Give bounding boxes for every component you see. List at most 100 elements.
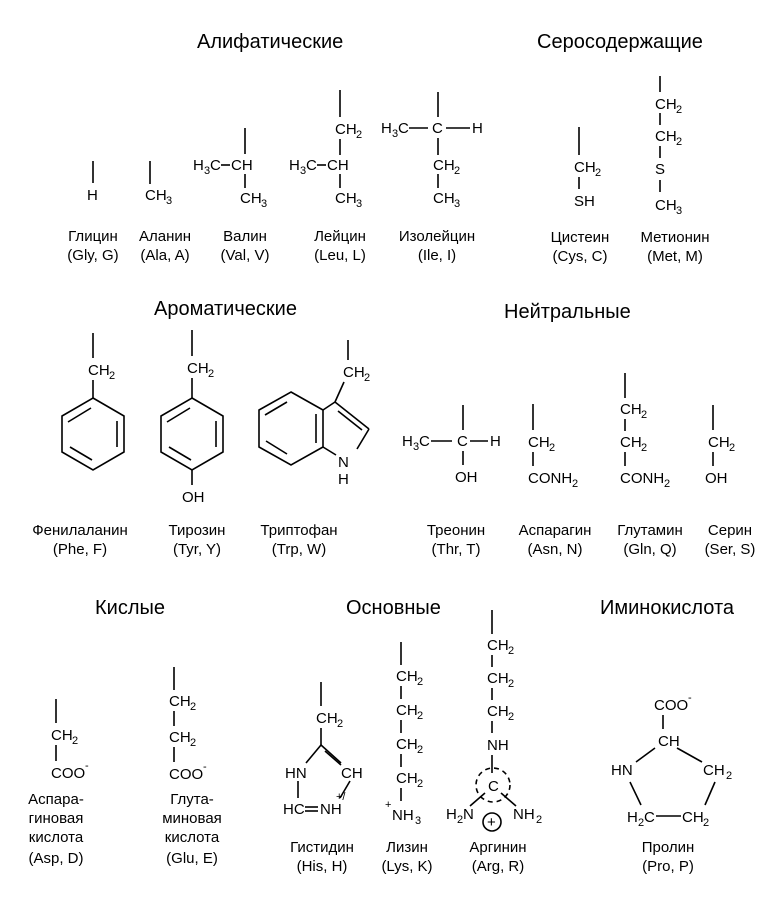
svg-text:CH: CH — [574, 159, 596, 176]
label-asparagine: Аспарагин(Asn, N) — [518, 522, 592, 558]
svg-text:CH: CH — [187, 360, 209, 377]
svg-text:CH: CH — [240, 190, 262, 207]
svg-text:2: 2 — [109, 370, 115, 382]
svg-text:N: N — [463, 806, 474, 823]
svg-text:C: C — [210, 157, 221, 174]
label-lysine: Лизин(Lys, K) — [381, 839, 433, 875]
svg-text:3: 3 — [300, 165, 306, 177]
svg-text:CH: CH — [708, 434, 730, 451]
svg-text:2: 2 — [549, 442, 555, 454]
heading-acidic: Кислые — [95, 597, 165, 619]
heading-sulfur-containing: Серосодержащие — [537, 31, 703, 53]
svg-text:NH: NH — [320, 801, 342, 818]
svg-text:CH: CH — [658, 733, 680, 750]
svg-text:CH: CH — [433, 190, 455, 207]
svg-text:2: 2 — [508, 678, 514, 690]
svg-text:COO: COO — [654, 697, 688, 714]
svg-text:C: C — [432, 120, 443, 137]
svg-text:+: + — [385, 799, 391, 811]
svg-text:CH: CH — [396, 736, 418, 753]
svg-text:HC: HC — [283, 801, 305, 818]
svg-text:CH: CH — [528, 434, 550, 451]
svg-text:COO: COO — [169, 766, 203, 783]
label-valine: Валин(Val, V) — [220, 228, 270, 264]
svg-text:OH: OH — [182, 489, 205, 506]
svg-text:N: N — [338, 454, 349, 471]
svg-text:-: - — [688, 692, 692, 704]
svg-text:3: 3 — [356, 198, 362, 210]
svg-text:CH: CH — [396, 702, 418, 719]
label-glycine: Глицин(Gly, G) — [67, 228, 119, 264]
svg-text:H: H — [490, 433, 501, 450]
label-alanine: Аланин(Ala, A) — [138, 228, 192, 264]
svg-text:3: 3 — [676, 205, 682, 217]
svg-text:2: 2 — [364, 372, 370, 384]
svg-text:H: H — [446, 806, 457, 823]
label-leucine: Лейцин(Leu, L) — [314, 228, 366, 264]
svg-text:-: - — [85, 760, 89, 772]
svg-text:H: H — [472, 120, 483, 137]
svg-text:CH: CH — [487, 703, 509, 720]
svg-text:2: 2 — [508, 711, 514, 723]
label-threonine: Треонин(Thr, T) — [426, 522, 486, 558]
svg-text:H: H — [193, 157, 204, 174]
svg-text:2: 2 — [72, 735, 78, 747]
svg-text:C: C — [306, 157, 317, 174]
svg-text:CONH: CONH — [528, 470, 572, 487]
svg-text:HN: HN — [611, 762, 633, 779]
svg-text:CH: CH — [343, 364, 365, 381]
svg-text:C: C — [644, 809, 655, 826]
svg-text:CH: CH — [335, 190, 357, 207]
svg-text:H: H — [289, 157, 300, 174]
heading-neutral: Нейтральные — [504, 301, 631, 323]
svg-text:2: 2 — [190, 701, 196, 713]
label-cysteine: Цистеин(Cys, C) — [550, 229, 610, 265]
svg-text:3: 3 — [166, 195, 172, 207]
svg-text:H: H — [627, 809, 638, 826]
label-phenylalanine: Фенилаланин(Phe, F) — [32, 522, 128, 558]
svg-text:3: 3 — [261, 198, 267, 210]
heading-basic: Основные — [346, 597, 441, 619]
svg-text:2: 2 — [638, 817, 644, 829]
svg-text:CH: CH — [341, 765, 363, 782]
svg-text:CONH: CONH — [620, 470, 664, 487]
svg-text:2: 2 — [508, 645, 514, 657]
svg-text:COO: COO — [51, 765, 85, 782]
svg-text:3: 3 — [392, 128, 398, 140]
svg-text:CH: CH — [396, 770, 418, 787]
svg-text:-: - — [203, 761, 207, 773]
svg-text:CH: CH — [169, 693, 191, 710]
svg-text:2: 2 — [572, 478, 578, 490]
svg-text:2: 2 — [641, 409, 647, 421]
svg-text:CH: CH — [433, 157, 455, 174]
svg-text:CH: CH — [335, 121, 357, 138]
svg-text:CH: CH — [487, 670, 509, 687]
svg-text:CH: CH — [316, 710, 338, 727]
svg-text:CH: CH — [682, 809, 704, 826]
svg-text:CH: CH — [655, 96, 677, 113]
svg-text:CH: CH — [51, 727, 73, 744]
label-isoleucine: Изолейцин(Ile, I) — [398, 228, 476, 264]
label-proline: Пролин(Pro, P) — [641, 839, 695, 875]
svg-text:H: H — [402, 433, 413, 450]
svg-text:2: 2 — [337, 718, 343, 730]
svg-text:NH: NH — [392, 807, 414, 824]
svg-text:S: S — [655, 161, 665, 178]
svg-text:OH: OH — [705, 470, 728, 487]
atom-label: CH — [145, 187, 167, 204]
svg-text:C: C — [398, 120, 409, 137]
svg-text:2: 2 — [664, 478, 670, 490]
